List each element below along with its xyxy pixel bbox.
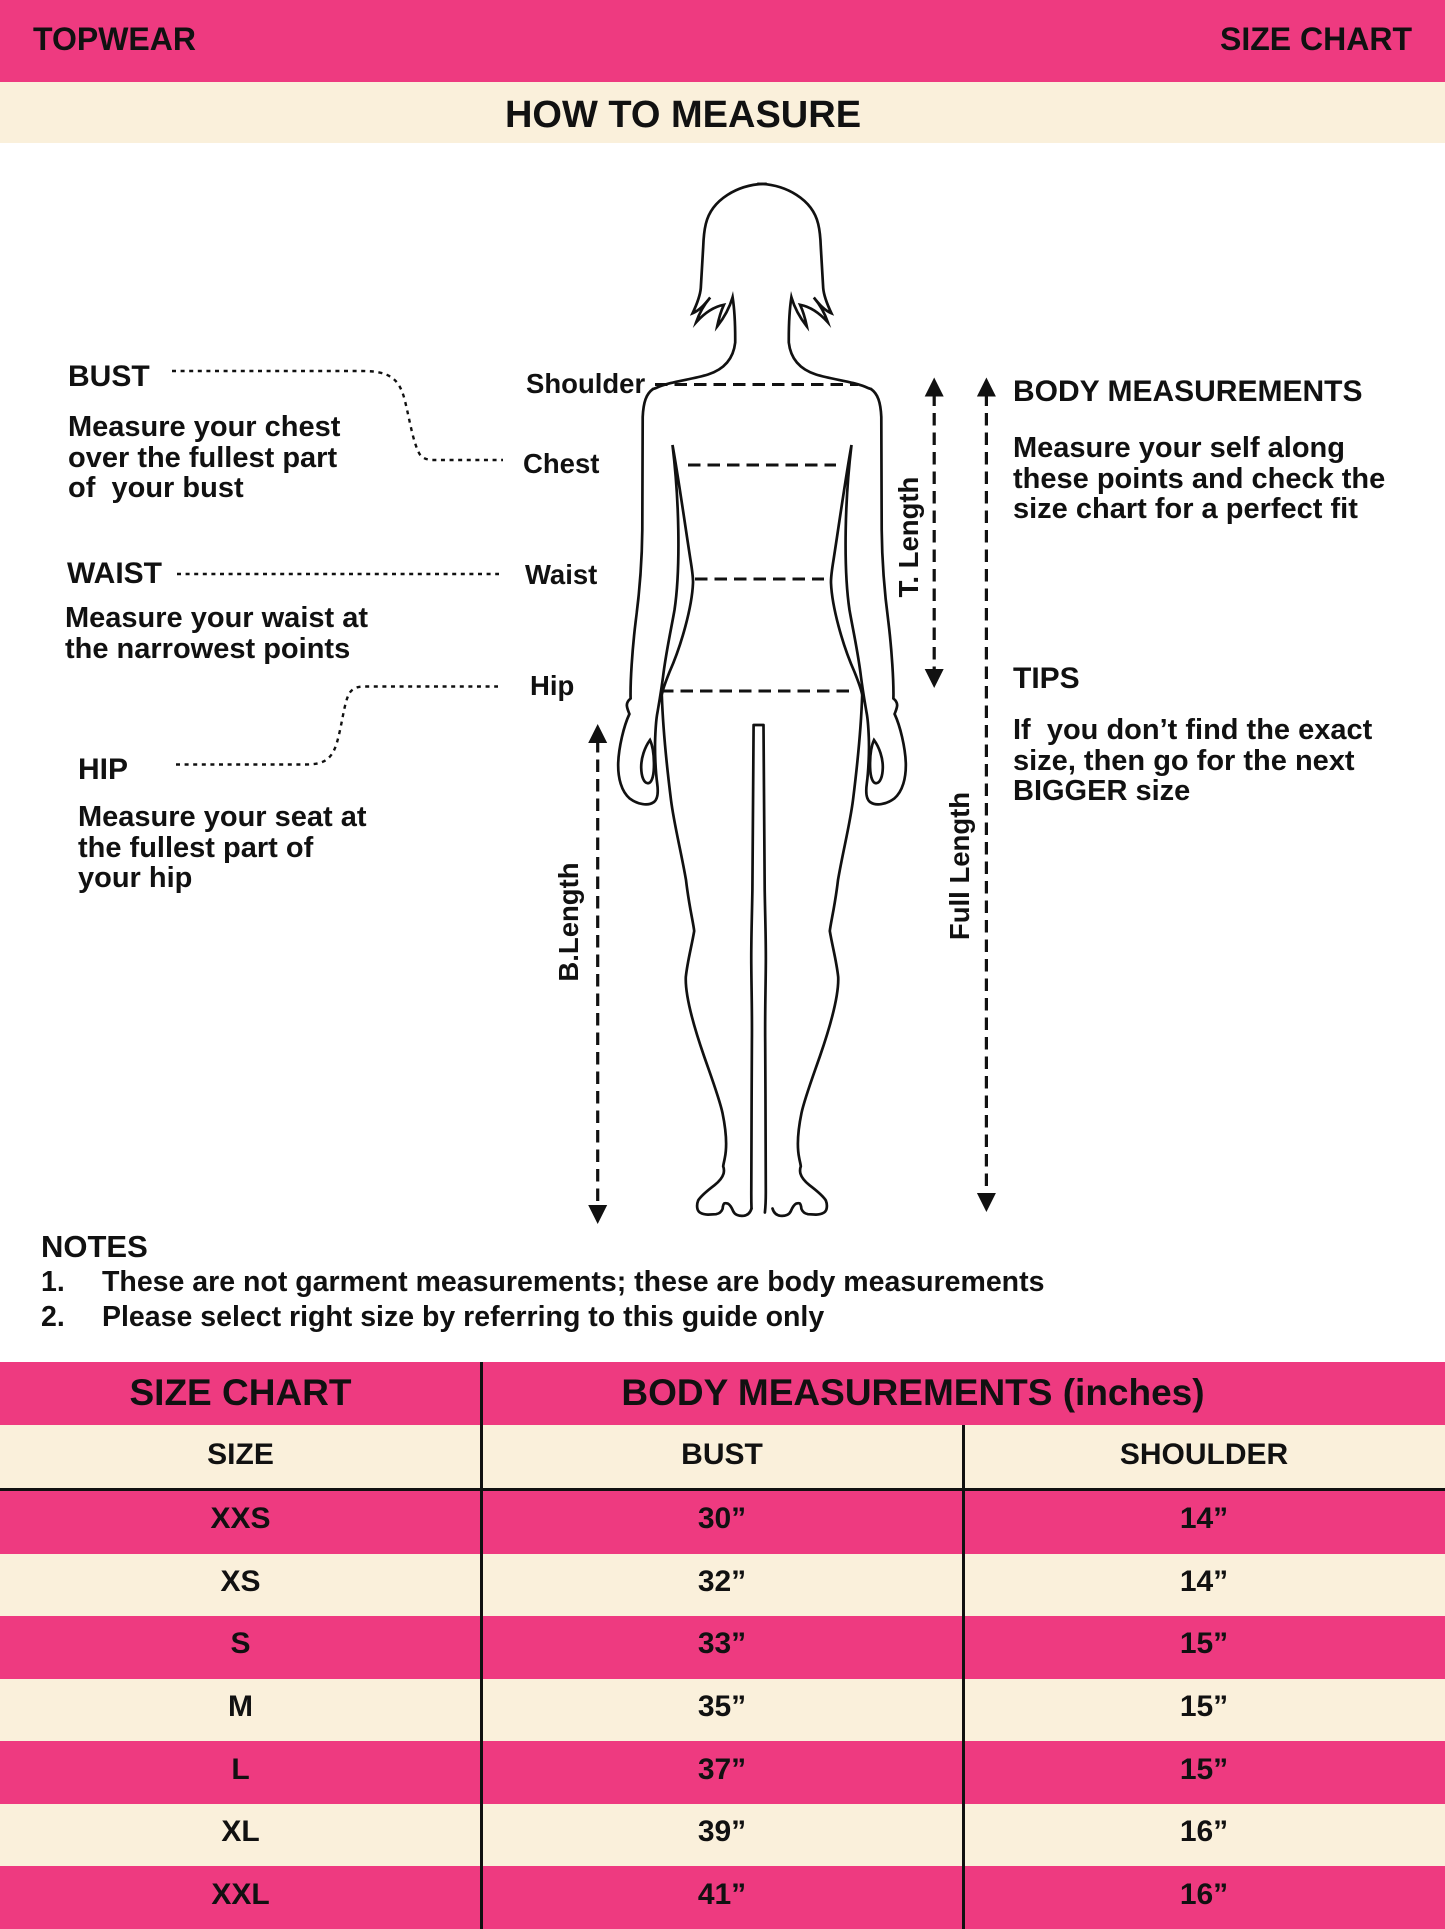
svg-text:T. Length: T. Length: [893, 477, 924, 598]
svg-text:Full Length: Full Length: [944, 792, 975, 940]
svg-text:B.Length: B.Length: [553, 862, 584, 981]
